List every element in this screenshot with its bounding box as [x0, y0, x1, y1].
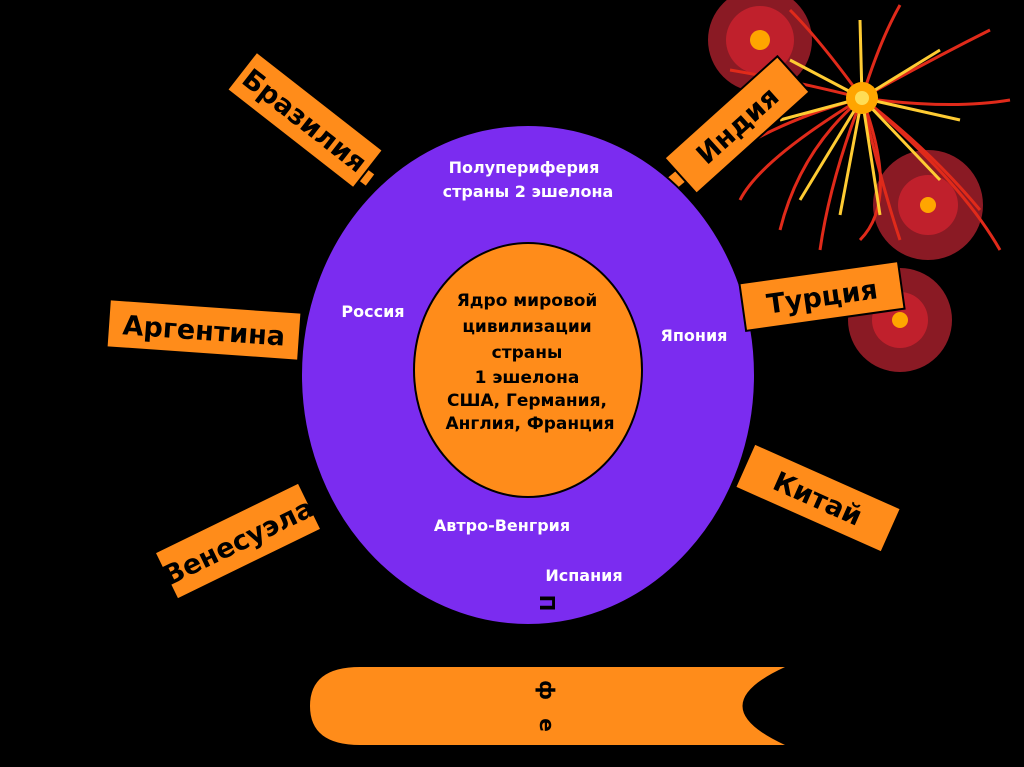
label-spain: Испания: [545, 566, 622, 585]
vertical-letter: и: [535, 651, 559, 665]
core-line-2: цивилизации: [462, 317, 591, 337]
periphery-banner: [310, 667, 785, 745]
periphery-vertical-text: П е и ф е: [535, 595, 559, 732]
svg-text:Бразилия: Бразилия: [236, 63, 372, 179]
vertical-letter: е: [535, 623, 559, 637]
label-austria-hungary: Автро-Венгрия: [434, 516, 570, 535]
vertical-letter: П: [535, 595, 559, 612]
core-line-3: страны: [492, 343, 563, 363]
core-line-4: 1 эшелона: [475, 368, 580, 388]
label-brazil: Бразилия: [225, 50, 385, 190]
semi-periphery-title-2: страны 2 эшелона: [443, 182, 614, 201]
vertical-letter: е: [535, 718, 559, 732]
label-china: Китай: [733, 442, 903, 554]
flower-burst-icon: [708, 0, 1011, 372]
vertical-letter: ф: [535, 680, 559, 700]
label-venezuela: Венесуэла: [153, 481, 323, 601]
label-russia: Россия: [341, 302, 404, 321]
core-line-1: Ядро мировой: [457, 291, 598, 311]
semi-periphery-title-1: Полупериферия: [449, 158, 600, 177]
core-line-6: Англия, Франция: [445, 414, 614, 434]
core-line-5: США, Германия,: [447, 391, 607, 411]
label-japan: Япония: [661, 326, 728, 345]
core-circle: [413, 242, 643, 498]
label-turkey: Турция: [738, 259, 906, 333]
label-argentina: Аргентина: [105, 298, 303, 362]
